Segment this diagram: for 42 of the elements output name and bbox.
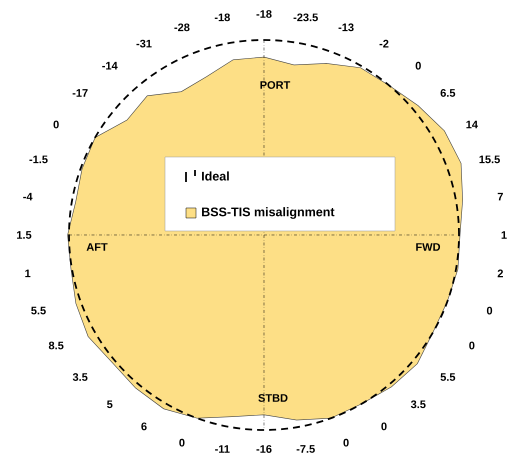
- value-label: -2: [380, 40, 388, 48]
- value-label: 2: [498, 270, 503, 278]
- value-label: 7: [498, 192, 503, 200]
- value-label: 8.5: [48, 342, 64, 350]
- value-label: -13: [338, 23, 354, 32]
- value-label: -17: [72, 89, 88, 97]
- value-label: 0: [54, 120, 59, 128]
- value-label: 0: [179, 438, 185, 447]
- value-label: 0: [486, 306, 492, 314]
- value-label: 14: [466, 120, 478, 128]
- value-label: 6.5: [440, 89, 456, 97]
- value-label: -28: [174, 23, 190, 32]
- value-label: 0: [416, 62, 421, 70]
- value-label: 5.5: [440, 373, 456, 381]
- value-label: 15.5: [480, 156, 500, 164]
- value-label: -14: [102, 62, 118, 70]
- value-label: 6: [141, 422, 147, 430]
- legend-text: Ideal: [202, 171, 229, 181]
- direction-label: PORT: [260, 81, 290, 89]
- value-label: -1.5: [29, 156, 48, 164]
- direction-label: AFT: [86, 243, 108, 251]
- value-label: 0: [381, 422, 387, 430]
- value-label: -18: [256, 10, 272, 18]
- direction-label: STBD: [258, 394, 288, 402]
- value-label: -7.5: [296, 445, 315, 453]
- value-label: -23.5: [294, 13, 318, 22]
- value-label: -18: [214, 13, 230, 22]
- value-label: 3.5: [410, 400, 426, 408]
- value-label: 5.5: [31, 306, 46, 314]
- value-label: 1.5: [17, 231, 32, 239]
- value-label: -16: [256, 445, 272, 453]
- value-label: 5: [107, 400, 112, 408]
- direction-label: FWD: [416, 243, 440, 251]
- value-label: 3.5: [72, 373, 88, 381]
- value-label: -11: [215, 445, 230, 453]
- value-label: 1: [502, 231, 507, 239]
- value-label: 1: [25, 270, 30, 278]
- legend-text: BSS-TIS misalignment: [202, 207, 334, 219]
- value-label: 0: [343, 438, 349, 447]
- value-label: -31: [136, 40, 152, 48]
- value-label: 0: [469, 342, 474, 350]
- value-label: -4: [23, 192, 32, 200]
